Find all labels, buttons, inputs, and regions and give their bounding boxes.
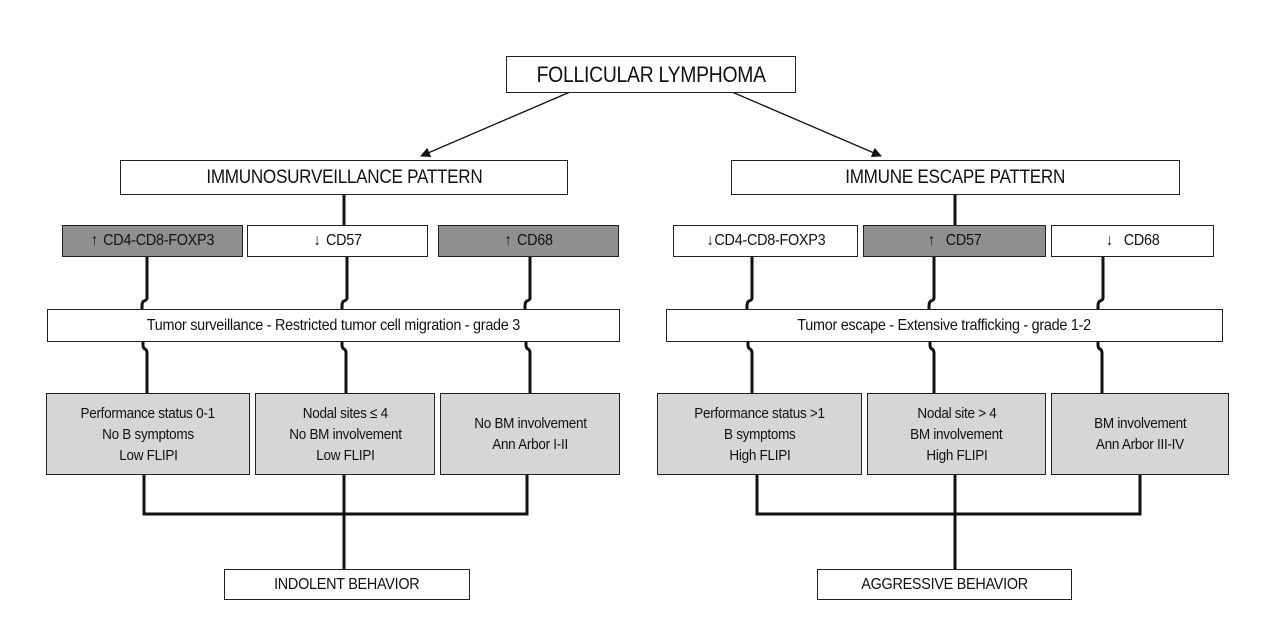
feature-box-bm-involvement-left: No BM involvement Ann Arbor I-II <box>440 393 620 475</box>
feature-line: Performance status >1 <box>694 404 825 422</box>
root-label: FOLLICULAR LYMPHOMA <box>536 61 766 87</box>
feature-line: High FLIPI <box>925 446 988 464</box>
banner-tumor-escape: Tumor escape - Extensive trafficking - g… <box>666 309 1223 342</box>
marker-cd68-down: ↓ CD68 <box>1051 225 1214 257</box>
outcome-label: AGGRESSIVE BEHAVIOR <box>861 575 1028 593</box>
outcome-aggressive: AGGRESSIVE BEHAVIOR <box>817 569 1072 600</box>
connector-banner-to-feature-3-left <box>524 341 532 393</box>
connector-marker-1-to-banner-right <box>745 256 754 309</box>
arrow-root-to-immunosurveillance <box>420 91 571 158</box>
pattern-label: IMMUNE ESCAPE PATTERN <box>845 166 1066 188</box>
feature-line: BM involvement <box>910 425 1003 443</box>
down-arrow-icon: ↓ <box>1105 232 1113 249</box>
arrow-root-to-immune-escape <box>731 91 882 158</box>
feature-box-nodal-site-right: Nodal site > 4 BM involvement High FLIPI <box>867 393 1046 475</box>
connector-marker-2-to-banner-right <box>927 256 936 309</box>
root-node: FOLLICULAR LYMPHOMA <box>506 56 796 93</box>
connector-banner-to-feature-1-left <box>141 341 149 393</box>
feature-line: No BM involvement <box>473 415 587 432</box>
connector-banner-to-feature-1-right <box>746 341 754 393</box>
marker-cd57-down: ↓CD57 <box>247 225 428 257</box>
marker-label: CD4-CD8-FOXP3 <box>713 232 825 249</box>
connector-marker-3-to-banner-left <box>523 256 532 309</box>
marker-label: CD68 <box>1123 232 1160 249</box>
banner-label: Tumor escape - Extensive trafficking - g… <box>797 316 1092 334</box>
feature-line: High FLIPI <box>728 446 791 464</box>
connector-marker-2-to-banner-left <box>340 256 349 309</box>
feature-box-nodal-sites-left: Nodal sites ≤ 4 No BM involvement Low FL… <box>255 393 435 475</box>
pattern-immune-escape: IMMUNE ESCAPE PATTERN <box>731 160 1180 195</box>
marker-cd4-cd8-foxp3-up: ↑ CD4-CD8-FOXP3 <box>62 225 243 257</box>
feature-line: No B symptoms <box>102 425 194 443</box>
down-arrow-icon: ↓ <box>706 232 714 249</box>
feature-box-bm-involvement-right: BM involvement Ann Arbor III-IV <box>1051 393 1229 475</box>
feature-line: B symptoms <box>723 425 796 443</box>
connector-banner-to-feature-2-right <box>928 341 936 393</box>
pattern-immunosurveillance: IMMUNOSURVEILLANCE PATTERN <box>120 160 568 195</box>
banner-label: Tumor surveillance - Restricted tumor ce… <box>146 316 521 334</box>
feature-line: Low FLIPI <box>118 446 178 464</box>
marker-label: CD4-CD8-FOXP3 <box>103 232 215 249</box>
connector-marker-1-to-banner-left <box>140 256 149 309</box>
up-arrow-icon: ↑ <box>504 232 512 249</box>
banner-tumor-surveillance: Tumor surveillance - Restricted tumor ce… <box>47 309 620 342</box>
feature-line: Nodal sites ≤ 4 <box>302 404 388 422</box>
connector-features-to-outcome-left <box>142 474 529 569</box>
feature-line: BM involvement <box>1093 415 1187 432</box>
marker-label: CD68 <box>516 232 553 249</box>
outcome-indolent: INDOLENT BEHAVIOR <box>224 569 470 600</box>
marker-label: CD57 <box>325 232 362 249</box>
connector-banner-to-feature-2-left <box>340 341 348 393</box>
feature-box-performance-status-left: Performance status 0-1 No B symptoms Low… <box>46 393 250 475</box>
feature-line: Low FLIPI <box>315 446 375 464</box>
connector-marker-3-to-banner-right <box>1096 256 1105 309</box>
feature-line: Ann Arbor III-IV <box>1096 436 1184 453</box>
up-arrow-icon: ↑ <box>927 232 935 249</box>
marker-cd68-up: ↑CD68 <box>438 225 619 257</box>
marker-cd4-cd8-foxp3-down: ↓CD4-CD8-FOXP3 <box>673 225 858 257</box>
marker-cd57-up: ↑ CD57 <box>863 225 1046 257</box>
up-arrow-icon: ↑ <box>90 232 98 249</box>
pattern-label: IMMUNOSURVEILLANCE PATTERN <box>205 166 483 188</box>
marker-label: CD57 <box>945 232 982 249</box>
connector-features-to-outcome-right <box>755 474 1142 569</box>
outcome-label: INDOLENT BEHAVIOR <box>274 575 420 593</box>
feature-line: No BM involvement <box>288 425 402 443</box>
feature-box-performance-status-right: Performance status >1 B symptoms High FL… <box>657 393 862 475</box>
connector-banner-to-feature-3-right <box>1096 341 1104 393</box>
feature-line: Performance status 0-1 <box>80 404 216 422</box>
feature-line: Nodal site > 4 <box>916 404 997 422</box>
feature-line: Ann Arbor I-II <box>492 436 568 453</box>
down-arrow-icon: ↓ <box>313 232 321 249</box>
